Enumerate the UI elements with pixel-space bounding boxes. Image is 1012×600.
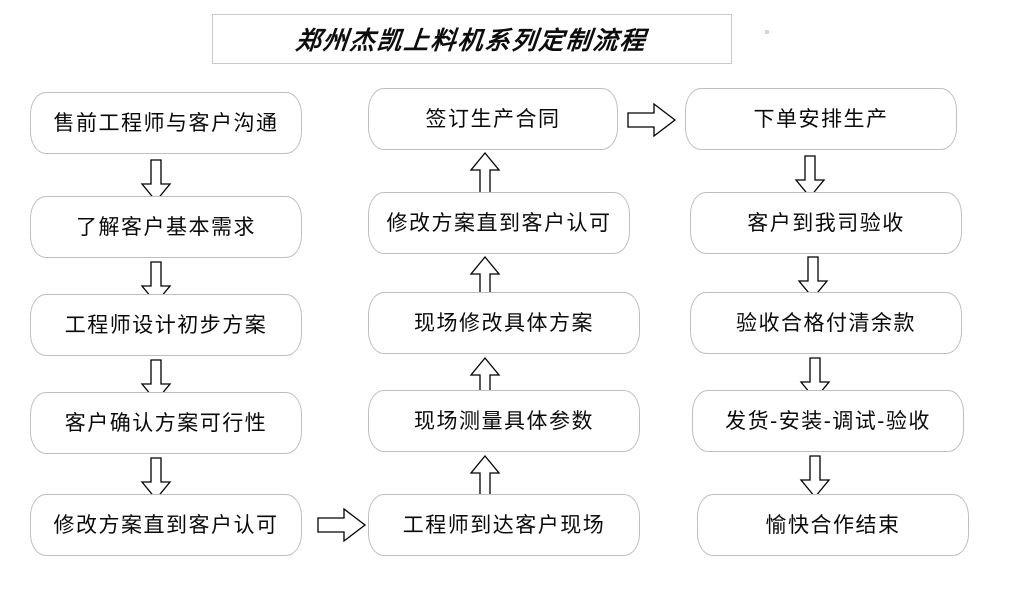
arrow-down-n14-n15 (799, 455, 831, 499)
node-label: 客户确认方案可行性 (64, 410, 268, 435)
node-label: 修改方案直到客户认可 (386, 210, 612, 235)
node-onsite-revise-plan[interactable]: 现场修改具体方案 (368, 292, 640, 354)
node-label: 现场测量具体参数 (414, 408, 594, 433)
node-label: 工程师设计初步方案 (64, 312, 268, 337)
arrow-up-n6-n7 (469, 454, 501, 497)
node-label: 客户到我司验收 (747, 210, 905, 235)
node-pleasant-cooperation-end[interactable]: 愉快合作结束 (697, 494, 969, 556)
node-label: 签订生产合同 (425, 106, 561, 131)
arrow-down-n12-n13 (797, 256, 829, 300)
stray-dot-artifact (765, 30, 769, 34)
node-pay-balance-after-acceptance[interactable]: 验收合格付清余款 (690, 292, 962, 354)
node-label: 发货-安装-调试-验收 (725, 408, 931, 433)
node-label: 了解客户基本需求 (76, 214, 256, 239)
node-presales-communication[interactable]: 售前工程师与客户沟通 (30, 92, 302, 154)
arrow-right-n10-n11 (627, 102, 677, 138)
node-label: 修改方案直到客户认可 (53, 512, 279, 537)
node-engineer-arrive-onsite[interactable]: 工程师到达客户现场 (368, 494, 640, 556)
node-understand-requirements[interactable]: 了解客户基本需求 (30, 196, 302, 258)
node-label: 下单安排生产 (753, 106, 889, 131)
arrow-down-n1-n2 (140, 159, 172, 203)
node-label: 现场修改具体方案 (414, 310, 594, 335)
node-place-order-arrange-production[interactable]: 下单安排生产 (685, 88, 957, 150)
arrow-down-n4-n5 (140, 457, 172, 501)
arrow-up-n9-n10 (469, 151, 501, 194)
node-revise-until-approved-middle[interactable]: 修改方案直到客户认可 (368, 192, 630, 254)
arrow-right-n5-n6 (317, 507, 367, 543)
chart-title-box: 郑州杰凯上料机系列定制流程 (212, 14, 732, 64)
page-title: 郑州杰凯上料机系列定制流程 (294, 26, 649, 55)
node-revise-until-approved-left[interactable]: 修改方案直到客户认可 (30, 494, 302, 556)
arrow-down-n11-n12 (794, 155, 826, 199)
node-ship-install-debug-accept[interactable]: 发货-安装-调试-验收 (692, 390, 964, 452)
node-customer-confirm-feasibility[interactable]: 客户确认方案可行性 (30, 392, 302, 454)
node-label: 愉快合作结束 (765, 512, 901, 537)
node-customer-inspection-at-our-company[interactable]: 客户到我司验收 (690, 192, 962, 254)
node-label: 工程师到达客户现场 (402, 512, 606, 537)
node-onsite-measure-parameters[interactable]: 现场测量具体参数 (368, 390, 640, 452)
node-label: 验收合格付清余款 (736, 310, 916, 335)
node-sign-production-contract[interactable]: 签订生产合同 (368, 88, 618, 150)
node-label: 售前工程师与客户沟通 (53, 110, 279, 135)
node-engineer-preliminary-design[interactable]: 工程师设计初步方案 (30, 294, 302, 356)
